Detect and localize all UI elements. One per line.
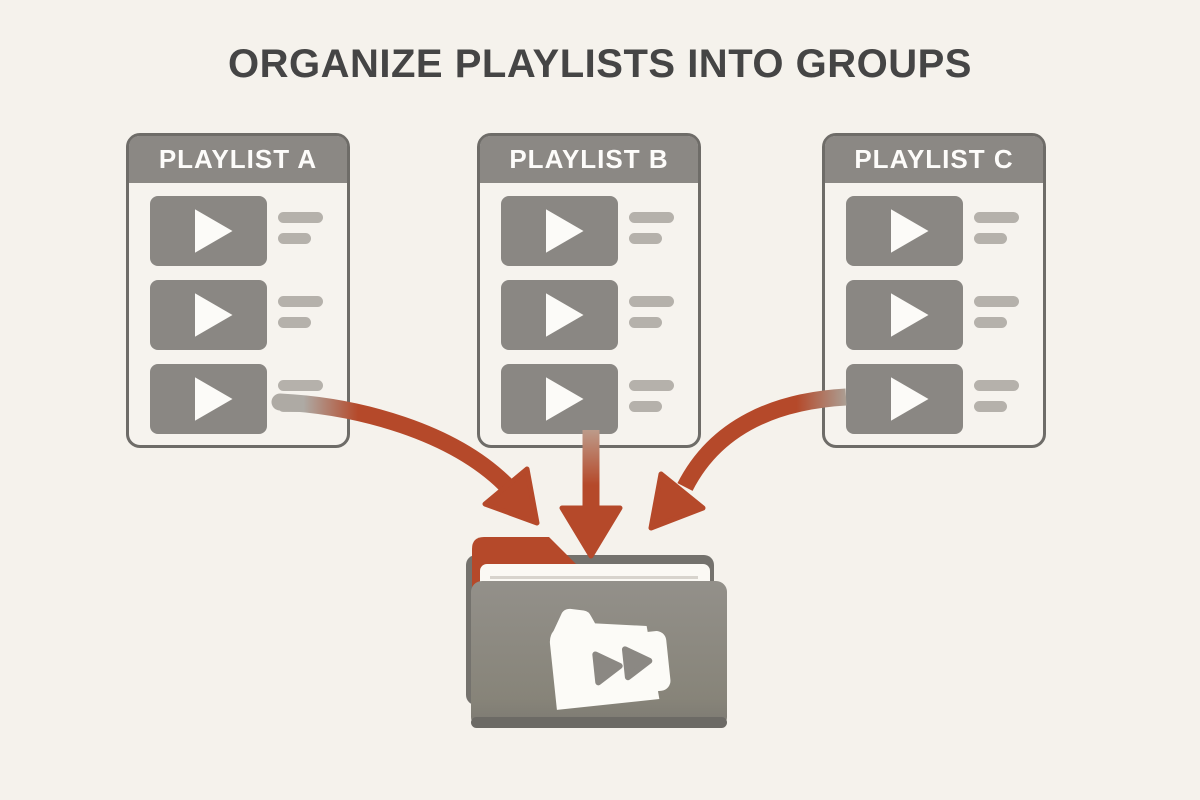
- icon-front-card: [568, 631, 671, 699]
- folder-paper-divider: [490, 576, 698, 579]
- video-thumbnail: [501, 280, 618, 350]
- text-bar: [629, 380, 674, 391]
- playlist-a-label: PLAYLIST A: [158, 144, 318, 174]
- text-bar: [278, 233, 311, 244]
- playlist-c-body: [825, 183, 1043, 434]
- video-item: [846, 280, 1043, 350]
- playlist-b-label: PLAYLIST B: [509, 144, 669, 174]
- text-bar: [974, 233, 1007, 244]
- video-thumbnail: [501, 196, 618, 266]
- playlist-a-header: PLAYLIST A: [129, 136, 347, 183]
- text-bar: [974, 296, 1019, 307]
- play-icon: [194, 209, 233, 253]
- video-item: [150, 280, 347, 350]
- play-icon: [545, 293, 584, 337]
- text-bar: [974, 380, 1019, 391]
- playlist-a-body: [129, 183, 347, 434]
- playlist-c-label: PLAYLIST C: [854, 144, 1014, 174]
- text-bar: [278, 212, 323, 223]
- text-bar: [278, 317, 311, 328]
- folder-papers: [480, 564, 710, 591]
- video-text-placeholder: [629, 280, 674, 328]
- folder-front: [471, 581, 727, 728]
- play-icon: [890, 209, 929, 253]
- text-bar: [629, 212, 674, 223]
- video-thumbnail: [846, 280, 963, 350]
- video-playlist-icon: [549, 608, 671, 710]
- group-folder: [466, 537, 727, 728]
- text-bar: [629, 233, 662, 244]
- video-item: [501, 364, 698, 434]
- video-text-placeholder: [974, 196, 1019, 244]
- play-icon: [592, 651, 623, 686]
- video-item: [846, 196, 1043, 266]
- video-thumbnail: [846, 196, 963, 266]
- video-thumbnail: [150, 364, 267, 434]
- text-bar: [629, 401, 662, 412]
- arrow-playlist-b-to-folder-icon: [559, 430, 623, 559]
- playlist-b-header: PLAYLIST B: [480, 136, 698, 183]
- text-bar: [629, 296, 674, 307]
- play-icon: [621, 646, 653, 681]
- text-bar: [278, 380, 323, 391]
- video-text-placeholder: [278, 196, 323, 244]
- video-thumbnail: [501, 364, 618, 434]
- video-text-placeholder: [629, 364, 674, 412]
- video-thumbnail: [150, 196, 267, 266]
- text-bar: [278, 401, 311, 412]
- video-item: [150, 196, 347, 266]
- playlist-card-c: PLAYLIST C: [822, 133, 1046, 448]
- playlist-card-b: PLAYLIST B: [477, 133, 701, 448]
- play-icon: [545, 377, 584, 421]
- playlist-c-header: PLAYLIST C: [825, 136, 1043, 183]
- playlist-b-body: [480, 183, 698, 434]
- play-icon: [890, 377, 929, 421]
- play-icon: [194, 293, 233, 337]
- playlist-card-a: PLAYLIST A: [126, 133, 350, 448]
- text-bar: [629, 317, 662, 328]
- video-text-placeholder: [974, 280, 1019, 328]
- video-thumbnail: [846, 364, 963, 434]
- video-item: [150, 364, 347, 434]
- page-title: ORGANIZE PLAYLISTS INTO GROUPS: [228, 42, 972, 86]
- text-bar: [974, 212, 1019, 223]
- video-text-placeholder: [629, 196, 674, 244]
- video-item: [846, 364, 1043, 434]
- folder-bottom-edge: [471, 717, 727, 728]
- play-icon: [890, 293, 929, 337]
- folder-tab-icon: [472, 537, 577, 612]
- video-thumbnail: [150, 280, 267, 350]
- folder-back: [466, 555, 714, 705]
- video-item: [501, 280, 698, 350]
- video-text-placeholder: [278, 280, 323, 328]
- video-text-placeholder: [974, 364, 1019, 412]
- play-icon: [194, 377, 233, 421]
- video-text-placeholder: [278, 364, 323, 412]
- text-bar: [974, 317, 1007, 328]
- video-item: [501, 196, 698, 266]
- text-bar: [278, 296, 323, 307]
- play-icon: [545, 209, 584, 253]
- text-bar: [974, 401, 1007, 412]
- icon-back-card: [549, 608, 660, 710]
